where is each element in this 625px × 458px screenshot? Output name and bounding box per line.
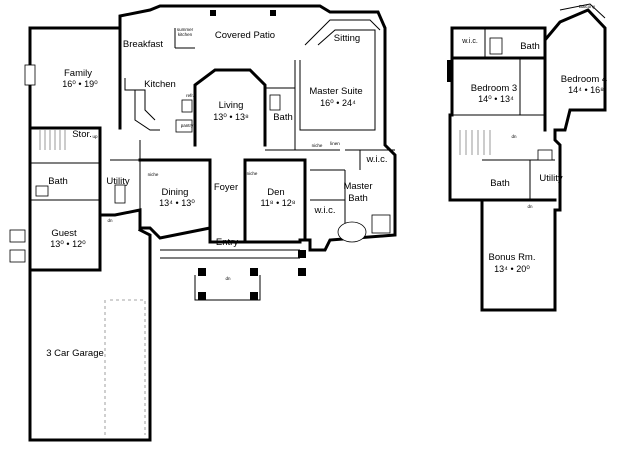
- master-suite-label: Master Suite: [309, 86, 362, 97]
- family-dim: 16⁰ • 19⁰: [62, 79, 98, 89]
- covered-patio-label: Covered Patio: [215, 30, 275, 41]
- bedroom3-dim: 14⁰ • 13⁴: [478, 94, 514, 104]
- bedroom3-fireplace: [447, 60, 453, 82]
- living-dim: 13⁰ • 13⁸: [213, 112, 249, 122]
- entry-column-3: [250, 268, 258, 276]
- living-label: Living: [219, 100, 244, 111]
- master-suite-dim: 16⁰ • 24⁴: [320, 98, 356, 108]
- bonus-dim: 13⁴ • 20⁰: [494, 264, 530, 274]
- entry-column-4: [250, 292, 258, 300]
- kitchen-label: Kitchen: [144, 79, 176, 90]
- master-tray: [299, 29, 376, 131]
- niche-label-3: niche: [312, 143, 323, 148]
- refr-box: [175, 119, 193, 133]
- master-shower: [371, 214, 391, 234]
- linen-label: linen: [330, 141, 340, 146]
- toilet-center: [269, 94, 281, 111]
- upper-exterior-wall: [448, 8, 607, 312]
- sitting-label: Sitting: [334, 33, 360, 44]
- niche-label-2: niche: [247, 171, 258, 176]
- master-tub: [337, 221, 367, 243]
- utility-main-label: Utility: [106, 176, 129, 187]
- stor-label: Stor.: [72, 129, 92, 140]
- upper-floor: Balcony w.i.c. Bath Bedroom 3 14⁰ • 13⁴ …: [447, 3, 607, 312]
- wic-master-label: w.i.c.: [365, 154, 387, 165]
- summer-kitchen-label-2: kitchen: [178, 32, 193, 37]
- entry-steps: [160, 249, 300, 259]
- bedroom4-label: Bedroom 4: [561, 74, 607, 85]
- garage-label: 3 Car Garage: [46, 348, 104, 359]
- washer: [114, 184, 126, 204]
- patio-column-1: [210, 10, 216, 16]
- bonus-label: Bonus Rm.: [489, 252, 536, 263]
- breakfast-label: Breakfast: [123, 39, 163, 50]
- pantry-label: pantry: [181, 123, 194, 128]
- ac-unit-1: [9, 229, 26, 243]
- garage-wall: [28, 227, 152, 442]
- wic-up-label: w.i.c.: [461, 38, 478, 45]
- bath-up2-label: Bath: [490, 178, 510, 189]
- bath-left-label: Bath: [48, 176, 68, 187]
- entry-column-6: [298, 250, 306, 258]
- garage-door-dash: [110, 299, 146, 435]
- stairs-main: [39, 130, 66, 150]
- tub-up: [489, 37, 503, 55]
- fireplace: [24, 64, 36, 86]
- master-bath-label-2: Bath: [348, 193, 368, 204]
- niche-label-1: niche: [148, 172, 159, 177]
- guest-dim: 13⁰ • 12⁰: [50, 239, 86, 249]
- bedroom3-label: Bedroom 3: [471, 83, 517, 94]
- ac-unit-2: [9, 249, 26, 263]
- entry-label: Entry: [216, 237, 238, 248]
- kitchen-island: [130, 89, 156, 121]
- balcony-label: Balcony: [579, 4, 596, 9]
- utility-dn-label: dn: [107, 218, 113, 223]
- tub-up-2: [537, 149, 553, 161]
- entry-dn-label: dn: [225, 276, 231, 281]
- refr-label: refr.: [186, 93, 194, 98]
- sitting-bay: [304, 19, 381, 46]
- wic-den-label: w.i.c.: [313, 205, 335, 216]
- dining-dim: 13⁴ • 13⁰: [159, 198, 195, 208]
- kitchen-counter: [124, 78, 160, 131]
- stairs-upper: [459, 130, 491, 155]
- master-bath-label: Master: [343, 181, 372, 192]
- balcony-rail: [559, 3, 606, 19]
- wall-living: [193, 68, 267, 147]
- guest-label: Guest: [51, 228, 77, 239]
- tub-left: [35, 185, 49, 197]
- main-exterior-wall: [28, 4, 397, 272]
- main-floor: Covered Patio Breakfast Sitting Family 1…: [9, 4, 397, 442]
- family-label: Family: [64, 68, 92, 79]
- bath-center-label: Bath: [273, 112, 293, 123]
- pantry-box: [181, 99, 193, 113]
- den-dim: 11⁸ • 12⁸: [260, 198, 295, 208]
- entry-column-5: [298, 268, 306, 276]
- summer-kitchen-label: summer: [177, 27, 194, 32]
- entry-column-1: [198, 268, 206, 276]
- bath-up-label: Bath: [520, 41, 540, 52]
- den-label: Den: [267, 187, 284, 198]
- upper-dn-label: dn: [527, 204, 533, 209]
- patio-column-2: [270, 10, 276, 16]
- upper-dn-label-2: dn: [511, 134, 517, 139]
- foyer-label: Foyer: [214, 182, 238, 193]
- entry-column-2: [198, 292, 206, 300]
- stor-up-label: up: [92, 134, 98, 139]
- bedroom4-dim: 14⁴ • 16⁸: [568, 85, 604, 95]
- entry-porch: [194, 275, 261, 301]
- dining-label: Dining: [162, 187, 189, 198]
- utility-up-label: Utility: [539, 173, 562, 184]
